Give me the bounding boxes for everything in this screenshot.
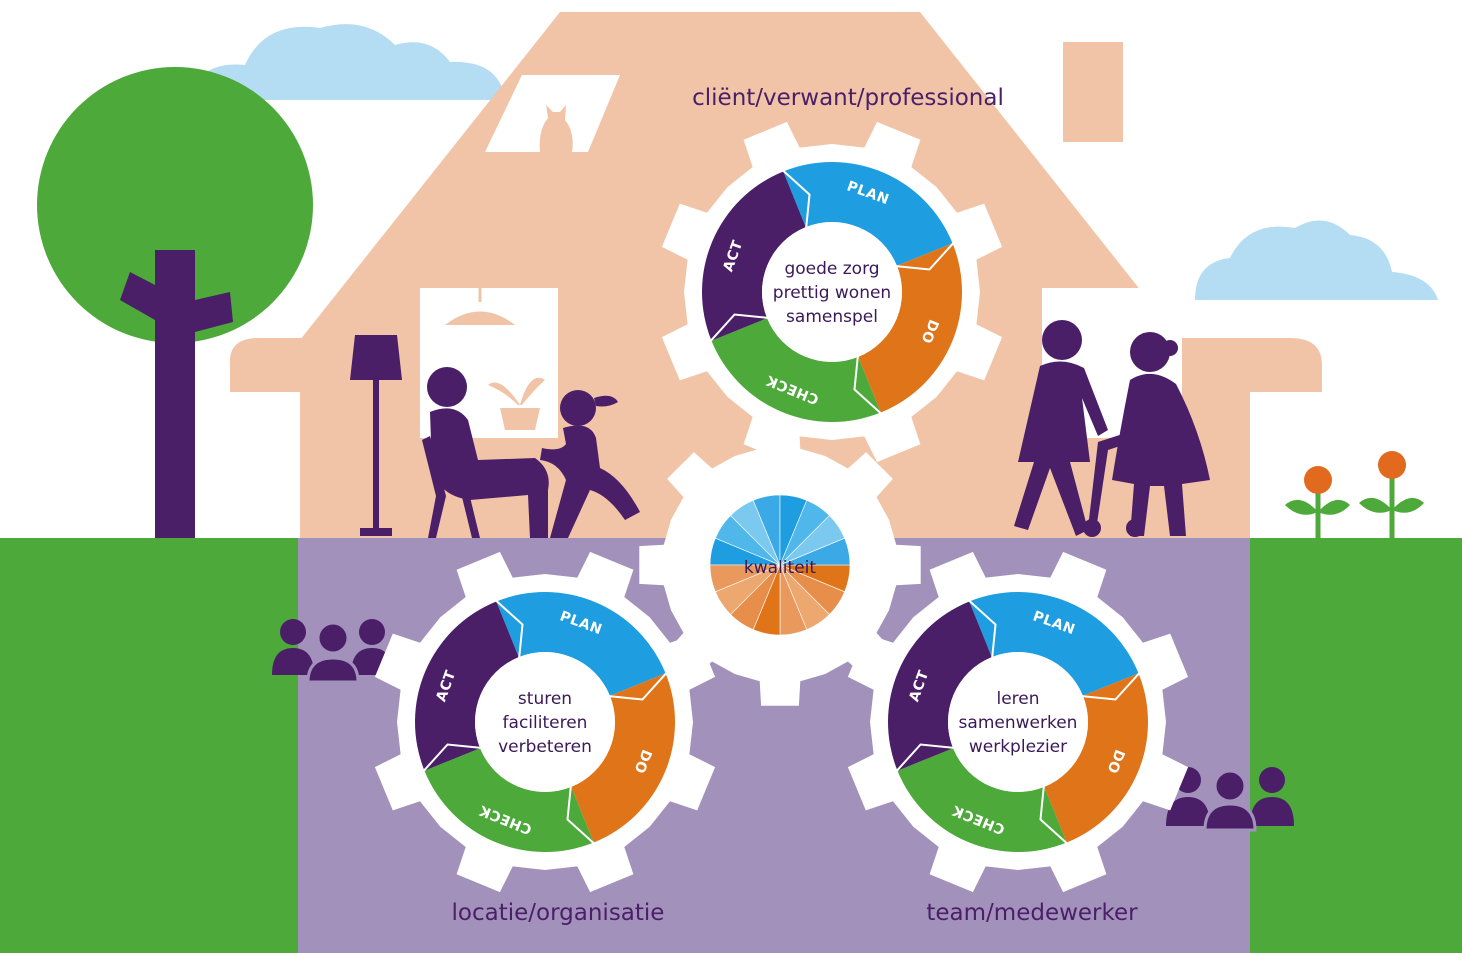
plant-icon: [488, 377, 545, 430]
segment-act: [888, 601, 992, 771]
segment-plan: [969, 592, 1139, 696]
center-label: kwaliteit: [744, 558, 816, 578]
segment-arrow: [782, 169, 811, 229]
tree-crown: [37, 67, 313, 343]
tree: [37, 67, 313, 540]
gear-center-line: verbeteren: [498, 737, 592, 757]
family-figures-icon: [422, 367, 640, 538]
management-group-icon: [272, 619, 393, 684]
gear-center: [475, 652, 615, 792]
segment-check: [897, 748, 1067, 852]
gear-center-line: samenwerken: [959, 713, 1078, 733]
label-team: team/medewerker: [926, 900, 1138, 926]
segment-arrow: [968, 599, 997, 659]
cat-icon: [539, 105, 573, 152]
segment-arrow: [895, 242, 955, 271]
segment-check: [711, 318, 881, 422]
segment-arrow: [895, 743, 955, 772]
segment-arrow: [709, 313, 769, 342]
gear-center-line: samenspel: [786, 307, 878, 327]
flower-icon: [1378, 451, 1406, 479]
segment-arrow: [566, 785, 595, 845]
gear-center-line: faciliteren: [503, 713, 588, 733]
flowers: [1285, 451, 1424, 540]
segment-check: [424, 748, 594, 852]
segment-do: [571, 673, 675, 843]
segment-arrow: [495, 599, 524, 659]
gear-center: [762, 222, 902, 362]
tree-trunk: [120, 250, 233, 540]
gear-center-line: prettig wonen: [773, 283, 891, 303]
chimney: [1063, 42, 1123, 142]
cloud-right: [1195, 220, 1438, 300]
quality-slice-orange: [709, 564, 781, 593]
attic-window: [485, 75, 620, 152]
team-group-icon: [1166, 767, 1294, 832]
gear-center: [948, 652, 1088, 792]
gear-center-line: werkplezier: [969, 737, 1067, 757]
segment-arrow: [853, 355, 882, 415]
segment-arrow: [1081, 672, 1141, 701]
elderly-couple-icon: [1014, 320, 1210, 537]
segment-plan: [783, 162, 953, 266]
segment-plan: [496, 592, 666, 696]
label-client: cliënt/verwant/professional: [692, 85, 1004, 111]
segment-do: [1044, 673, 1148, 843]
segment-arrow: [1039, 785, 1068, 845]
label-organisation: locatie/organisatie: [452, 900, 665, 926]
segment-arrow: [608, 672, 668, 701]
gear-center-line: sturen: [518, 689, 572, 709]
cloud-left: [185, 24, 505, 101]
segment-do: [858, 243, 962, 413]
ceiling-lamp-icon: [445, 311, 515, 325]
gear-center-line: goede zorg: [784, 259, 879, 279]
segment-act: [415, 601, 519, 771]
segment-arrow: [422, 743, 482, 772]
floor-lamp-icon: [350, 335, 402, 536]
flower-icon: [1304, 466, 1332, 494]
clouds: [185, 24, 1438, 300]
gear-center-line: leren: [996, 689, 1039, 709]
segment-act: [702, 171, 806, 341]
